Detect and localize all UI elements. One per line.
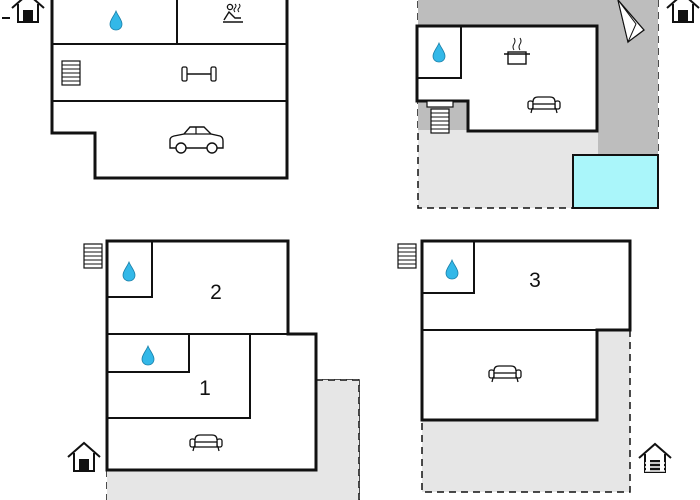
room-label-1: 1: [199, 377, 211, 400]
pool: [572, 154, 659, 209]
room-label-3: 3: [529, 269, 541, 292]
stairs-icon: [83, 243, 103, 269]
plan-top-right: [415, 0, 700, 209]
entrance-house-icon: [2, 0, 45, 23]
entrance-house-icon: [67, 442, 101, 472]
plan-top-left: [2, 0, 289, 180]
stairs-icon: [426, 100, 454, 134]
plan-bottom-right: 3: [397, 239, 672, 493]
entrance-house-icon: [638, 443, 672, 473]
cooking-pot-icon: [504, 37, 530, 65]
compass-icon: [617, 0, 645, 44]
outer-wall: [50, 0, 289, 180]
room-label-2: 2: [210, 281, 222, 304]
entrance-house-icon: [666, 0, 700, 23]
sauna-icon: [223, 3, 243, 23]
stairs-icon: [61, 60, 81, 86]
stairs-icon: [397, 243, 417, 269]
car-icon: [169, 126, 224, 154]
plan-bottom-left: 2 1: [67, 239, 360, 500]
dumbbell-icon: [181, 66, 217, 82]
outer-wall: [105, 239, 318, 472]
